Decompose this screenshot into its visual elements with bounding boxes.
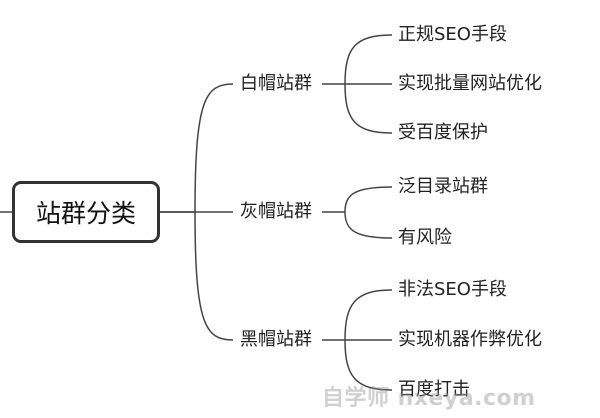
root-label: 站群分类	[35, 199, 136, 228]
leaf-white-3: 受百度保护	[398, 122, 488, 143]
branch-black-hat: 黑帽站群	[240, 329, 312, 350]
branch-white-hat: 白帽站群	[240, 73, 312, 94]
link-white-hat	[194, 83, 234, 213]
leaf-white-2: 实现批量网站优化	[398, 73, 542, 94]
leaf-gray-1: 泛目录站群	[398, 176, 488, 197]
link-gray-2	[344, 211, 393, 239]
link-black-3	[344, 339, 393, 391]
branch-gray-hat: 灰帽站群	[240, 201, 312, 222]
leaf-white-1: 正规SEO手段	[398, 24, 507, 45]
root-node: 站群分类	[12, 181, 160, 243]
link-white-3	[344, 83, 393, 134]
leaf-black-2: 实现机器作弊优化	[398, 329, 542, 350]
watermark: 自学师 nxeya.com	[322, 386, 536, 411]
leaf-gray-2: 有风险	[398, 227, 452, 248]
leaf-black-1: 非法SEO手段	[398, 279, 507, 300]
link-white-1	[344, 34, 393, 85]
link-gray-1	[344, 186, 393, 213]
leaf-black-3: 百度打击	[398, 379, 470, 400]
link-black-1	[344, 289, 393, 341]
link-black-hat	[194, 211, 234, 341]
